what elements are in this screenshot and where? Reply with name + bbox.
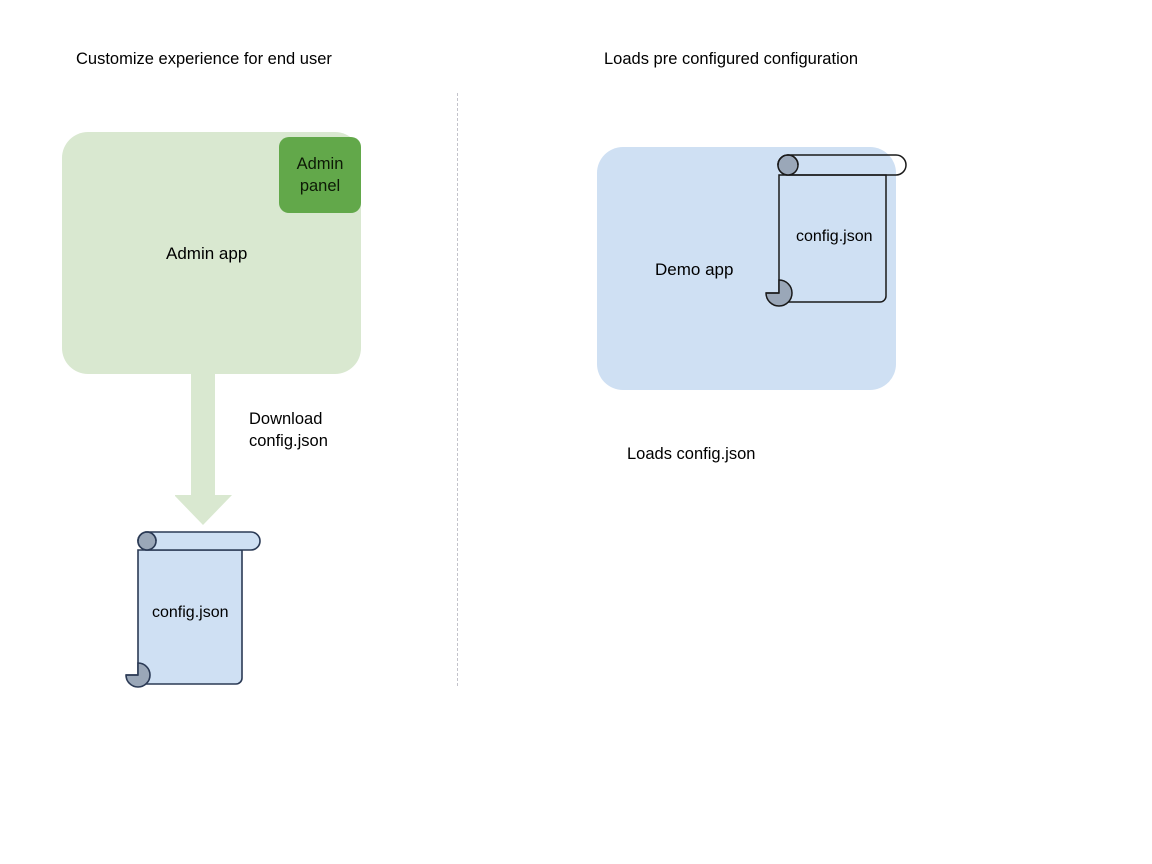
column-divider xyxy=(457,93,458,686)
demo-app-box[interactable] xyxy=(597,147,896,390)
config-json-label-left: config.json xyxy=(152,604,229,621)
config-json-document-right[interactable] xyxy=(765,149,926,319)
config-json-document-left[interactable] xyxy=(120,526,270,696)
demo-app-label: Demo app xyxy=(655,260,734,279)
admin-app-label: Admin app xyxy=(166,244,248,263)
right-column-heading: Loads pre configured configuration xyxy=(604,50,859,68)
left-column-heading: Customize experience for end user xyxy=(76,50,332,68)
loads-config-caption: Loads config.json xyxy=(627,445,756,463)
download-caption: Download config.json xyxy=(249,410,328,450)
admin-panel-chip[interactable]: Admin panel xyxy=(279,137,361,213)
config-json-label-right: config.json xyxy=(796,228,873,245)
download-arrow-icon xyxy=(174,372,239,528)
